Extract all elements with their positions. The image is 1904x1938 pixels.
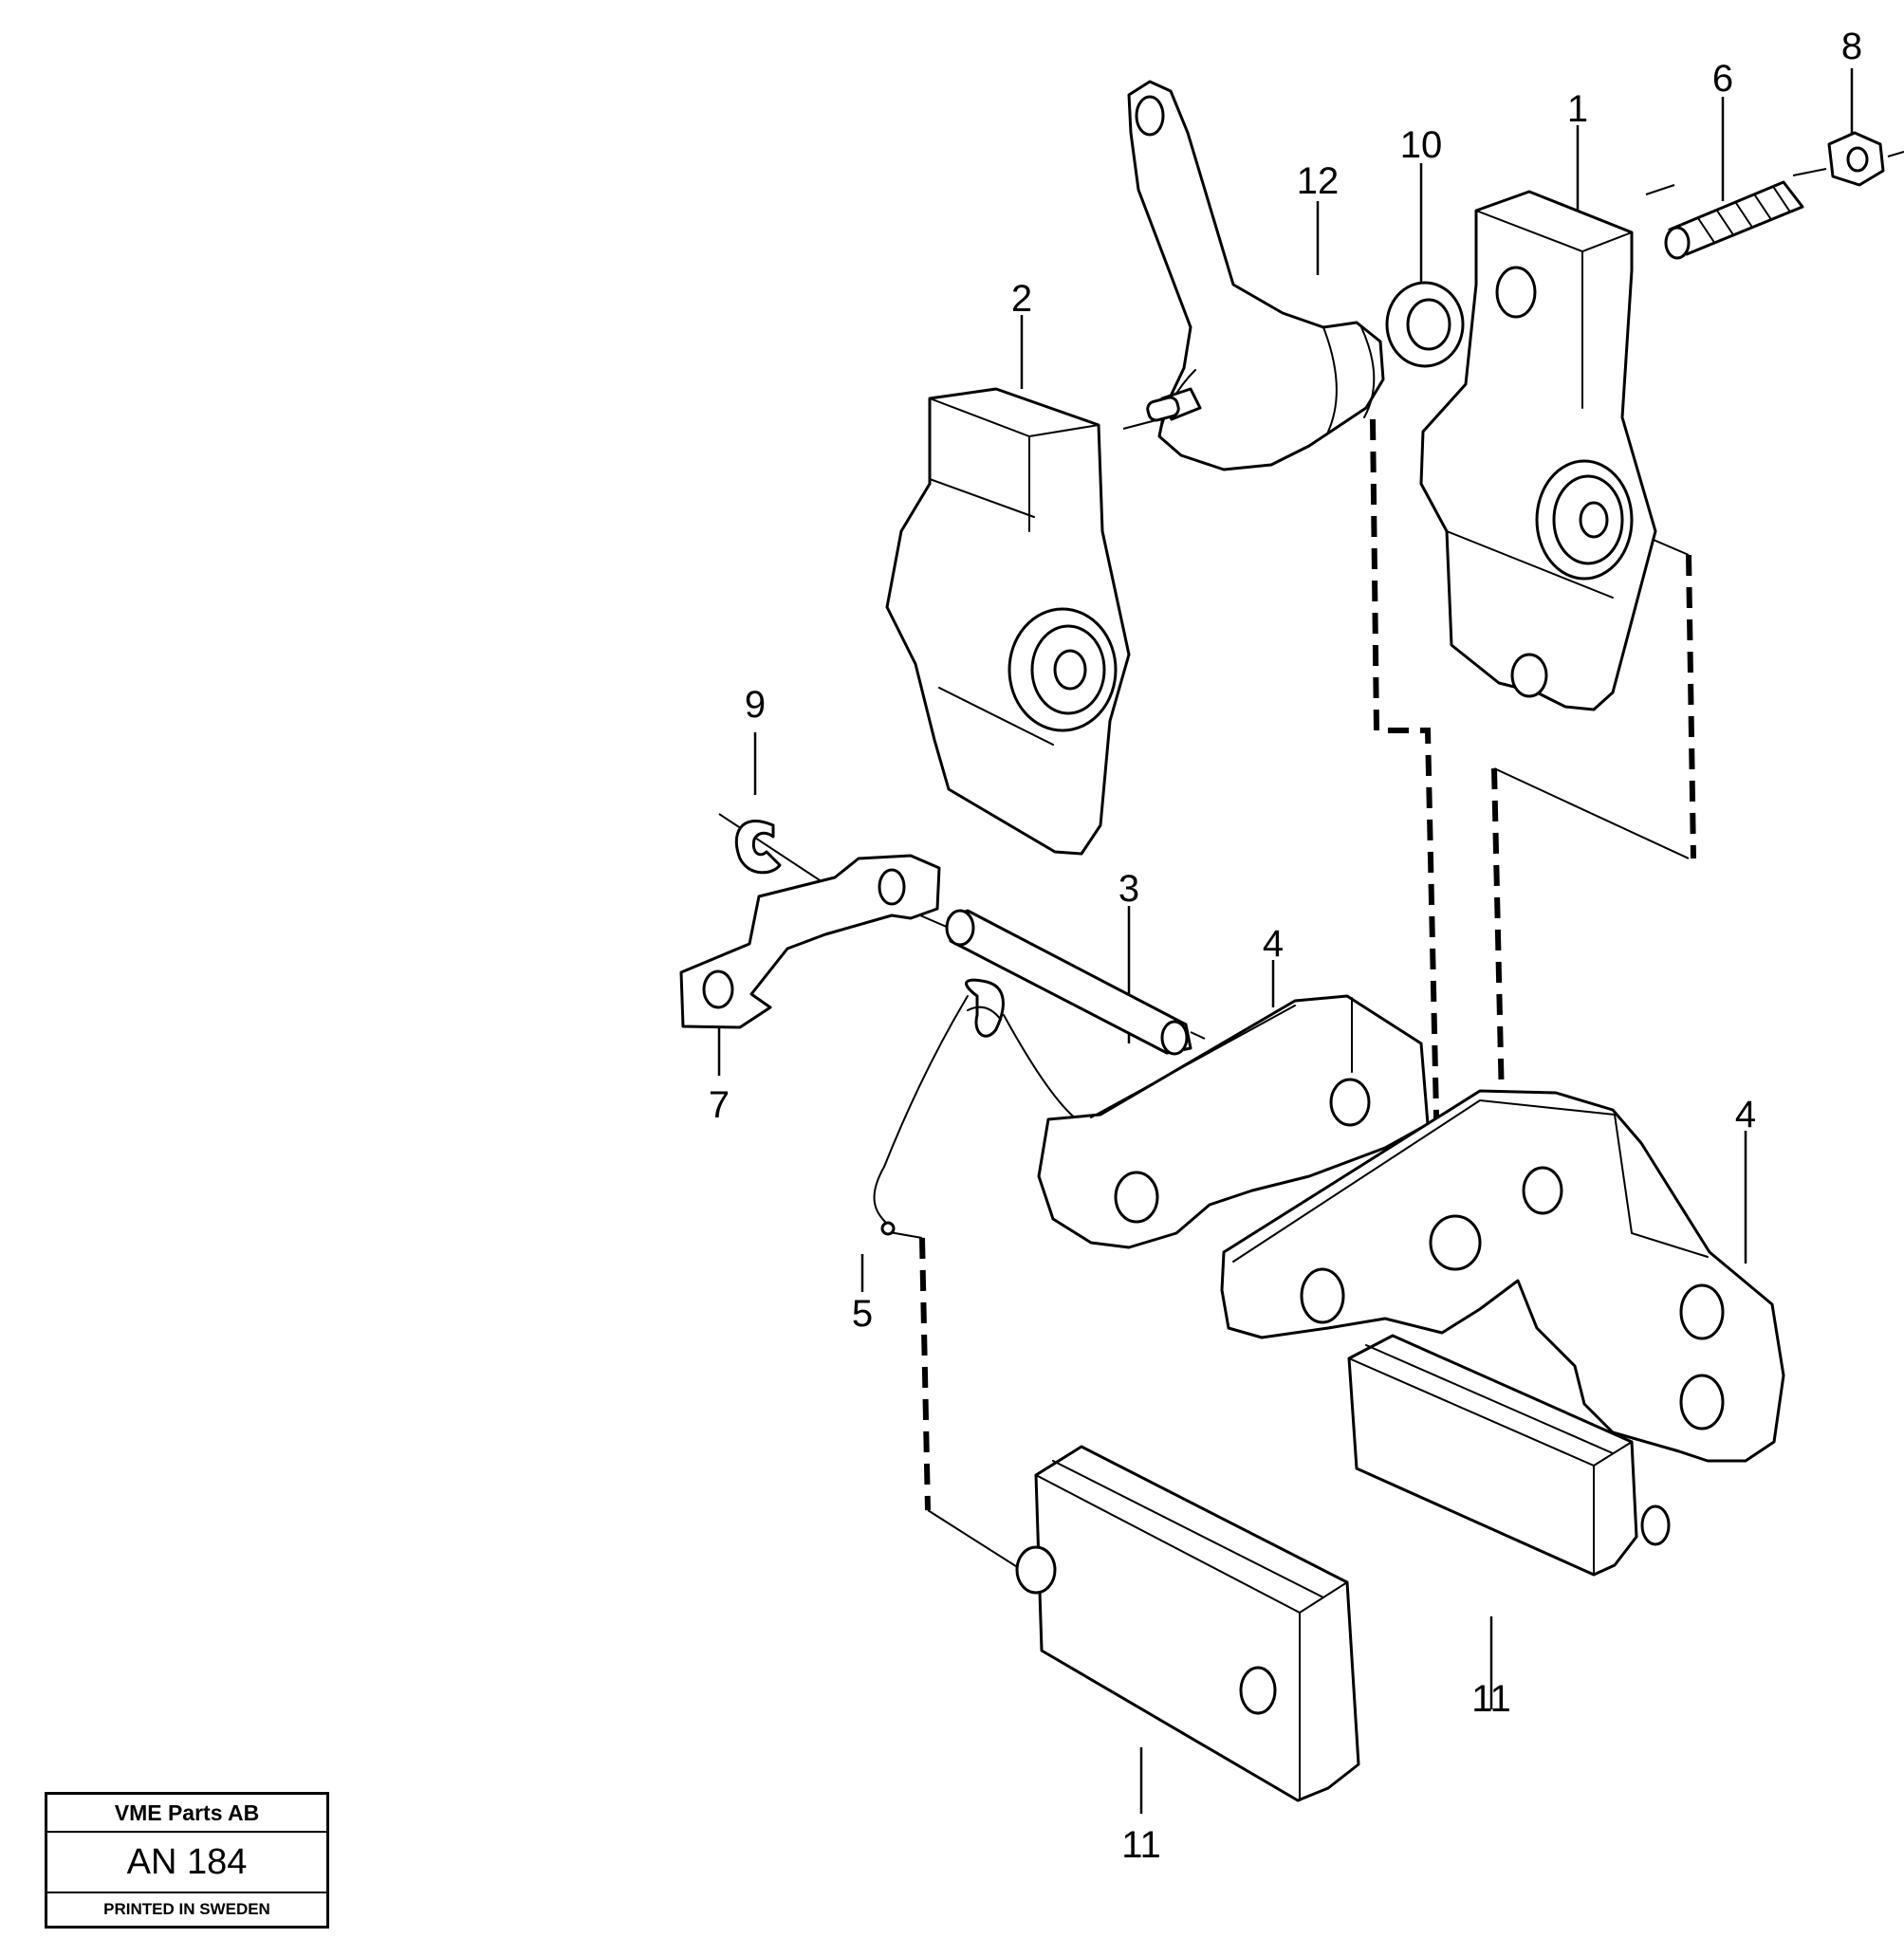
callout-labels: 1 2 3 4 4 5 6 7 8 9 10 11 11 12 [709,26,1862,1866]
callout-1: 1 [1567,88,1588,130]
part-9-circlip [734,819,782,875]
part-2-bracket [885,387,1131,856]
part-8-nut [1827,131,1885,187]
callout-2: 2 [1011,278,1032,320]
part-3-pin [945,909,1192,1056]
printed-note: PRINTED IN SWEDEN [103,1900,270,1918]
callout-9: 9 [745,684,766,726]
part-11-block-right [1347,1334,1671,1577]
callout-4-upper: 4 [1263,923,1284,965]
callout-10: 10 [1400,124,1443,166]
part-12-lever [1127,80,1385,471]
part-4-link-right [1220,1089,1785,1463]
callout-3: 3 [1118,868,1139,910]
callout-7: 7 [709,1084,730,1126]
part-11-block-left [1015,1445,1360,1802]
company-name: VME Parts AB [47,1795,326,1833]
part-5-spring [873,978,1078,1236]
part-4-link-left [1037,994,1430,1249]
part-6-stud [1664,180,1804,260]
part-10-washer [1385,281,1465,368]
callout-8: 8 [1841,26,1862,67]
callout-4-right: 4 [1735,1094,1756,1135]
diagram-code: AN 184 [47,1833,326,1893]
callout-12: 12 [1297,160,1340,202]
callout-11-left: 11 [1121,1824,1161,1866]
part-7-plate [679,854,941,1029]
leader-lines [717,68,1854,1814]
part-1-bracket [1419,190,1657,711]
callout-11-right: 11 [1471,1678,1511,1720]
info-box: VME Parts AB AN 184 PRINTED IN SWEDEN [45,1792,329,1929]
callout-6: 6 [1712,58,1733,100]
callout-5: 5 [852,1293,873,1335]
